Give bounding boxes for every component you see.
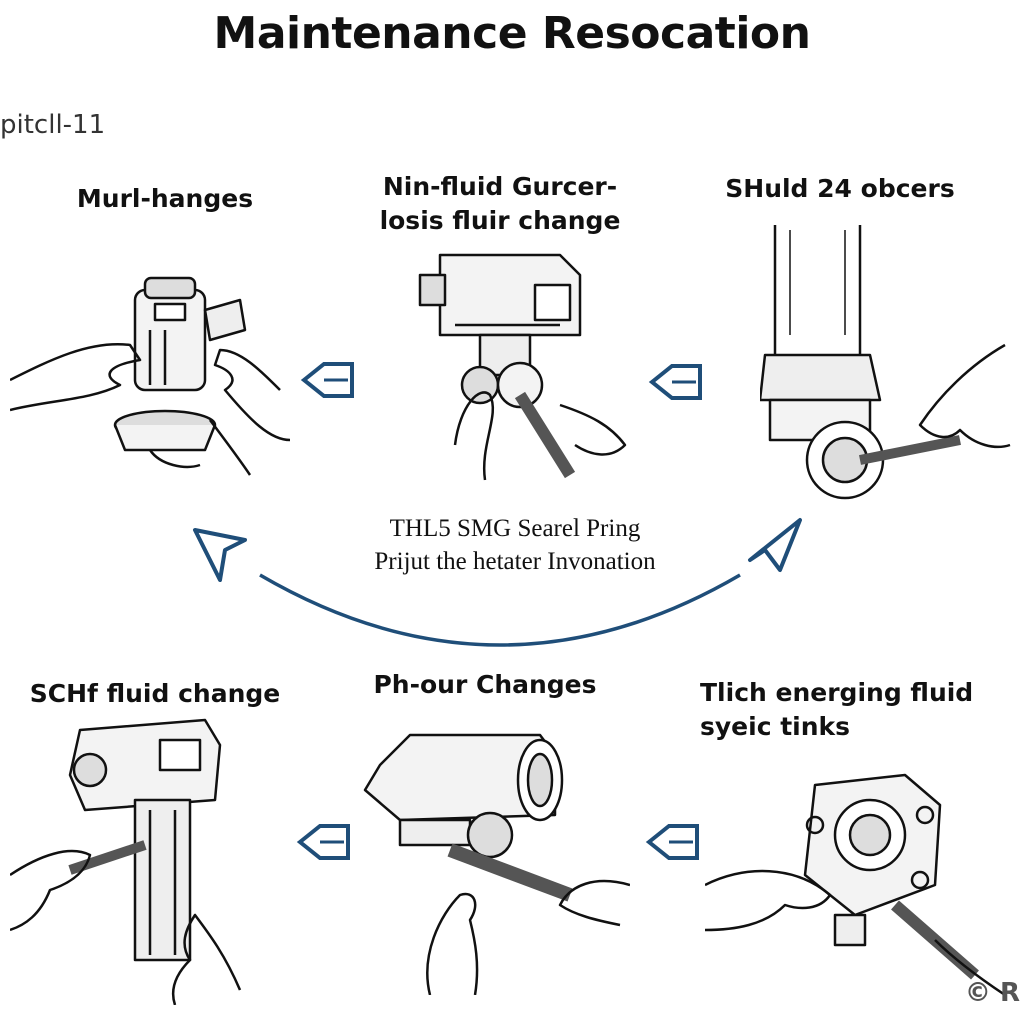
arrow-left-2-icon xyxy=(648,364,702,400)
arrow-left-1-icon xyxy=(300,362,354,398)
figure-tag: pitcll-11 xyxy=(0,110,106,140)
arrow-left-4-icon xyxy=(645,824,699,860)
canister-illustration xyxy=(363,733,630,995)
step-label-6: Tlich energing fluid syeic tinks xyxy=(700,678,974,741)
step-label-2: Nin-fluid Gurcer- losis fluir change xyxy=(379,172,621,235)
curved-cycle-arrow-icon xyxy=(193,518,802,647)
copyright-watermark: © R xyxy=(964,978,1020,1008)
center-caption: THL5 SMG Searel Pring Prijut the hetater… xyxy=(374,515,656,575)
page-title: Maintenance Resocation xyxy=(213,8,811,59)
arrow-left-3-icon xyxy=(296,824,350,860)
filter-column-illustration xyxy=(760,225,1011,500)
pump-unit-illustration xyxy=(418,253,627,481)
step-label-4: SCHf fluid change xyxy=(29,679,281,708)
step-label-1: Murl-hanges xyxy=(76,184,254,213)
step-label-3: SHuld 24 obcers xyxy=(725,174,955,203)
handheld-unit-illustration xyxy=(10,718,242,1005)
valve-body-illustration xyxy=(705,773,1005,997)
filter-assembly-illustration xyxy=(10,276,291,476)
step-label-5: Ph-our Changes xyxy=(373,670,597,699)
